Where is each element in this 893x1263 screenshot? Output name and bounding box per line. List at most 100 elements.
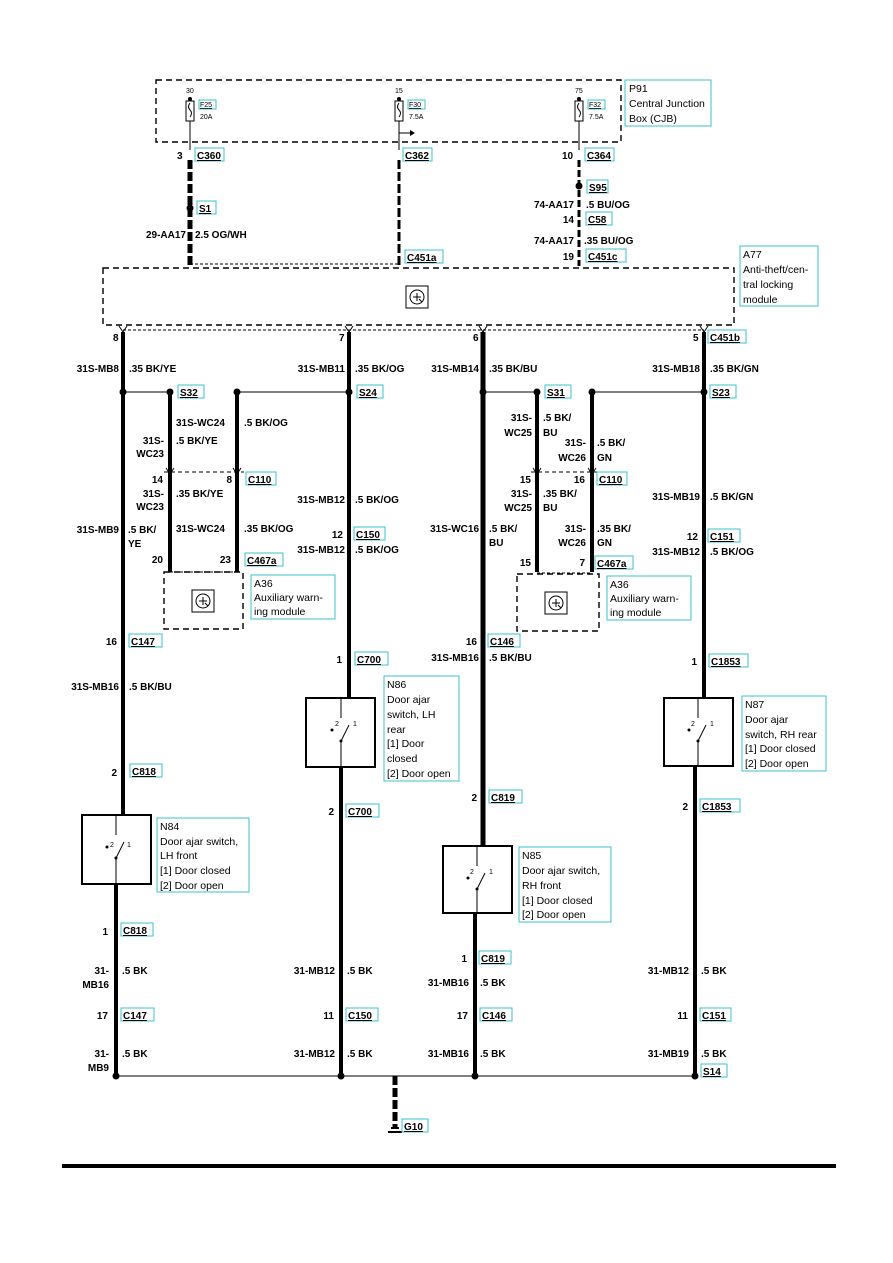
c467r-pin15: 15	[520, 558, 532, 569]
g1-spec: .5 BK	[122, 1049, 148, 1060]
b12l-spec: .5 BK	[347, 966, 373, 977]
wire-wc26a-spec1: .5 BK/	[597, 438, 626, 449]
c146a-pin: 16	[466, 637, 478, 648]
wire-wc23a-code1: 31S-	[143, 436, 164, 447]
n87-l3: [1] Door closed	[745, 743, 816, 755]
b16r-code: 31-MB16	[428, 978, 470, 989]
a77-outline	[102, 267, 735, 326]
fuse-f25: 30 F25 20A	[185, 88, 217, 122]
c818-lower: C818	[123, 926, 147, 937]
a36-right-line2: ing module	[610, 607, 662, 619]
n86-l1: Door ajar	[387, 694, 431, 706]
wire-74b-code: 74-AA17	[534, 236, 574, 247]
wire-mb18-code: 31S-MB18	[652, 364, 700, 375]
wire-mb12b-code: 31S-MB12	[297, 545, 345, 556]
a77-line2: tral locking	[743, 279, 793, 291]
n86-l6: [2] Door open	[387, 768, 451, 780]
wire-wc25b-code2: WC25	[504, 503, 532, 514]
g3-spec: .5 BK	[480, 1049, 506, 1060]
wire-wc26b-code2: WC26	[558, 538, 586, 549]
b16l-spec: .5 BK	[122, 966, 148, 977]
c1853-lower: C1853	[702, 802, 732, 813]
c147-upper: C147	[131, 637, 155, 648]
g2-spec: .5 BK	[347, 1049, 373, 1060]
a36-right-line1: Auxiliary warn-	[610, 593, 679, 605]
c818b-pin: 1	[102, 927, 108, 938]
n84-label	[156, 817, 250, 893]
svg-text:C364: C364	[587, 151, 611, 162]
a77-pin6: 6	[473, 333, 479, 344]
c1853a-pin: 1	[691, 657, 697, 668]
wire-wc24a-code: 31S-WC24	[176, 418, 225, 429]
wire-mb9-spec1: .5 BK/	[128, 525, 157, 536]
wire-mb11-spec: .35 BK/OG	[355, 364, 405, 375]
c110r-pin16: 16	[574, 475, 586, 486]
g2-code: 31-MB12	[294, 1049, 336, 1060]
c451c: C451c	[588, 252, 618, 263]
svg-text:3: 3	[177, 151, 183, 162]
c151b-pin: 11	[677, 1011, 688, 1022]
svg-text:F32: F32	[589, 102, 601, 109]
splice-s1: S1	[199, 204, 212, 215]
a77-label-box	[739, 245, 819, 307]
wire-wc23a-spec: .5 BK/YE	[176, 436, 218, 447]
n85-l4: [2] Door open	[522, 909, 586, 921]
c58: C58	[588, 215, 607, 226]
c58-pin: 14	[563, 215, 575, 226]
c110l-pin8: 8	[226, 475, 232, 486]
wire-wc23b-code1: 31S-	[143, 489, 164, 500]
n86-label	[383, 675, 460, 782]
c1853b-pin: 2	[682, 802, 688, 813]
g1-code1: 31-	[95, 1049, 109, 1060]
splice-s14: S14	[703, 1067, 721, 1078]
n87-id: N87	[745, 699, 764, 711]
c700b-pin: 2	[328, 807, 334, 818]
a77-pin8: 8	[113, 333, 119, 344]
a36-left-line2: ing module	[254, 606, 306, 618]
n87-l2: switch, RH rear	[745, 729, 817, 741]
wire-wc24b-spec: .35 BK/OG	[244, 524, 294, 535]
c150b-pin: 11	[323, 1011, 334, 1022]
c467r-pin7: 7	[579, 558, 585, 569]
a36-left-outline	[163, 571, 244, 630]
fuse-f30: 15 F30 7.5A	[394, 88, 426, 122]
n84-l4: [2] Door open	[160, 880, 224, 892]
svg-text:1: 1	[353, 721, 357, 728]
svg-text:2: 2	[470, 869, 474, 876]
n85-l2: RH front	[522, 880, 561, 892]
wire-wc26a-code2: WC26	[558, 453, 586, 464]
c451b: C451b	[710, 333, 740, 344]
wire-74b-spec: .35 BU/OG	[584, 236, 634, 247]
c151-lower: C151	[702, 1011, 726, 1022]
c110-left: C110	[248, 475, 272, 486]
c151a-pin: 12	[687, 532, 699, 543]
svg-text:10: 10	[562, 151, 574, 162]
wire-wc23b-spec: .35 BK/YE	[176, 489, 224, 500]
cjb-outline	[155, 79, 622, 143]
n86-l5: closed	[387, 753, 418, 765]
splice-s23: S23	[712, 388, 730, 399]
wire-wc24a-spec: .5 BK/OG	[244, 418, 288, 429]
svg-text:2: 2	[691, 721, 695, 728]
wire-mb16a-spec: .5 BK/BU	[129, 682, 172, 693]
c467a-right: C467a	[597, 559, 627, 570]
svg-text:2: 2	[110, 842, 114, 849]
c819a-pin: 2	[471, 793, 477, 804]
b12r-spec: .5 BK	[701, 966, 727, 977]
wire-wc25a-spec2: BU	[543, 428, 557, 439]
c362: C362	[402, 147, 433, 162]
fuse-f32: 75 F32 7.5A	[574, 88, 606, 122]
a36-left-label	[250, 574, 336, 620]
c467l-pin23: 23	[220, 555, 232, 566]
wire-29-spec: 2.5 OG/WH	[195, 230, 247, 241]
c360: 3 C360	[177, 147, 225, 162]
wire-wc23a-code2: WC23	[136, 449, 164, 460]
c451a: C451a	[407, 253, 437, 264]
svg-text:C360: C360	[197, 151, 221, 162]
svg-text:30: 30	[186, 88, 194, 95]
cjb-line2: Box (CJB)	[629, 113, 677, 125]
wire-mb16a-code: 31S-MB16	[71, 682, 119, 693]
a36-right-outline	[516, 573, 600, 632]
a36-right-id: A36	[610, 579, 629, 591]
